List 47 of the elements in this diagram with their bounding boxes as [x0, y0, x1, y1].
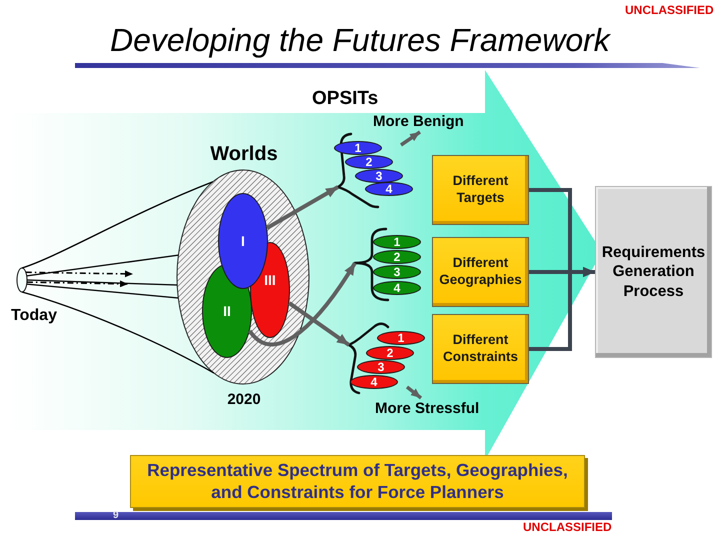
world-numeral: III	[264, 273, 276, 287]
oval-number: 3	[376, 170, 382, 182]
oval-number: 4	[370, 376, 378, 388]
page-number: 9	[113, 511, 119, 521]
curly-brace	[336, 132, 380, 210]
box-label: Different Targets	[452, 173, 510, 207]
cone-line	[26, 279, 178, 286]
year-label: 2020	[227, 392, 261, 407]
oval-number: 2	[394, 251, 400, 263]
classification-label: UNCLASSIFIED	[523, 521, 612, 533]
category-box	[432, 155, 529, 225]
diagram-title: Developing the Futures Framework	[110, 24, 610, 56]
curly-brace	[353, 227, 389, 302]
cone-outline	[22, 291, 214, 374]
cone-line	[26, 283, 178, 299]
classification-label: UNCLASSIFIED	[625, 4, 714, 16]
time-label: Today	[11, 308, 57, 324]
world-numeral: II	[223, 304, 231, 318]
caption-text: Representative Spectrum of Targets, Geographies, and Constraints for Force Planners	[146, 460, 569, 504]
arrow	[288, 301, 350, 347]
oval-number: 4	[386, 183, 392, 195]
direction-label: More Stressful	[375, 401, 480, 416]
cone-outline	[22, 181, 214, 269]
oval-number: 3	[394, 266, 400, 278]
oval-number: 1	[394, 236, 400, 248]
band-heading: OPSITs	[312, 89, 378, 108]
oval-number: 2	[386, 347, 394, 359]
group-heading: Worlds	[210, 144, 278, 164]
oval-number: 1	[354, 142, 362, 154]
oval-number: 4	[394, 282, 400, 294]
process-box	[595, 186, 712, 358]
direction-label: More Benign	[373, 114, 464, 129]
category-box	[432, 237, 529, 307]
arrow	[248, 262, 357, 346]
box-label: Different Geographies	[438, 255, 523, 289]
dashed-arrow	[26, 270, 134, 278]
category-box	[432, 314, 529, 384]
arrow	[266, 185, 339, 230]
oval-number: 2	[366, 156, 372, 168]
dashed-arrow	[26, 280, 128, 288]
oval-number: 3	[378, 361, 384, 373]
oval-number: 1	[398, 332, 404, 344]
box-label: Different Constraints	[442, 332, 519, 366]
caption-box	[130, 455, 585, 508]
world-numeral: I	[241, 234, 245, 248]
cone-line	[26, 254, 178, 277]
box-label: Requirements Generation Process	[600, 242, 706, 302]
